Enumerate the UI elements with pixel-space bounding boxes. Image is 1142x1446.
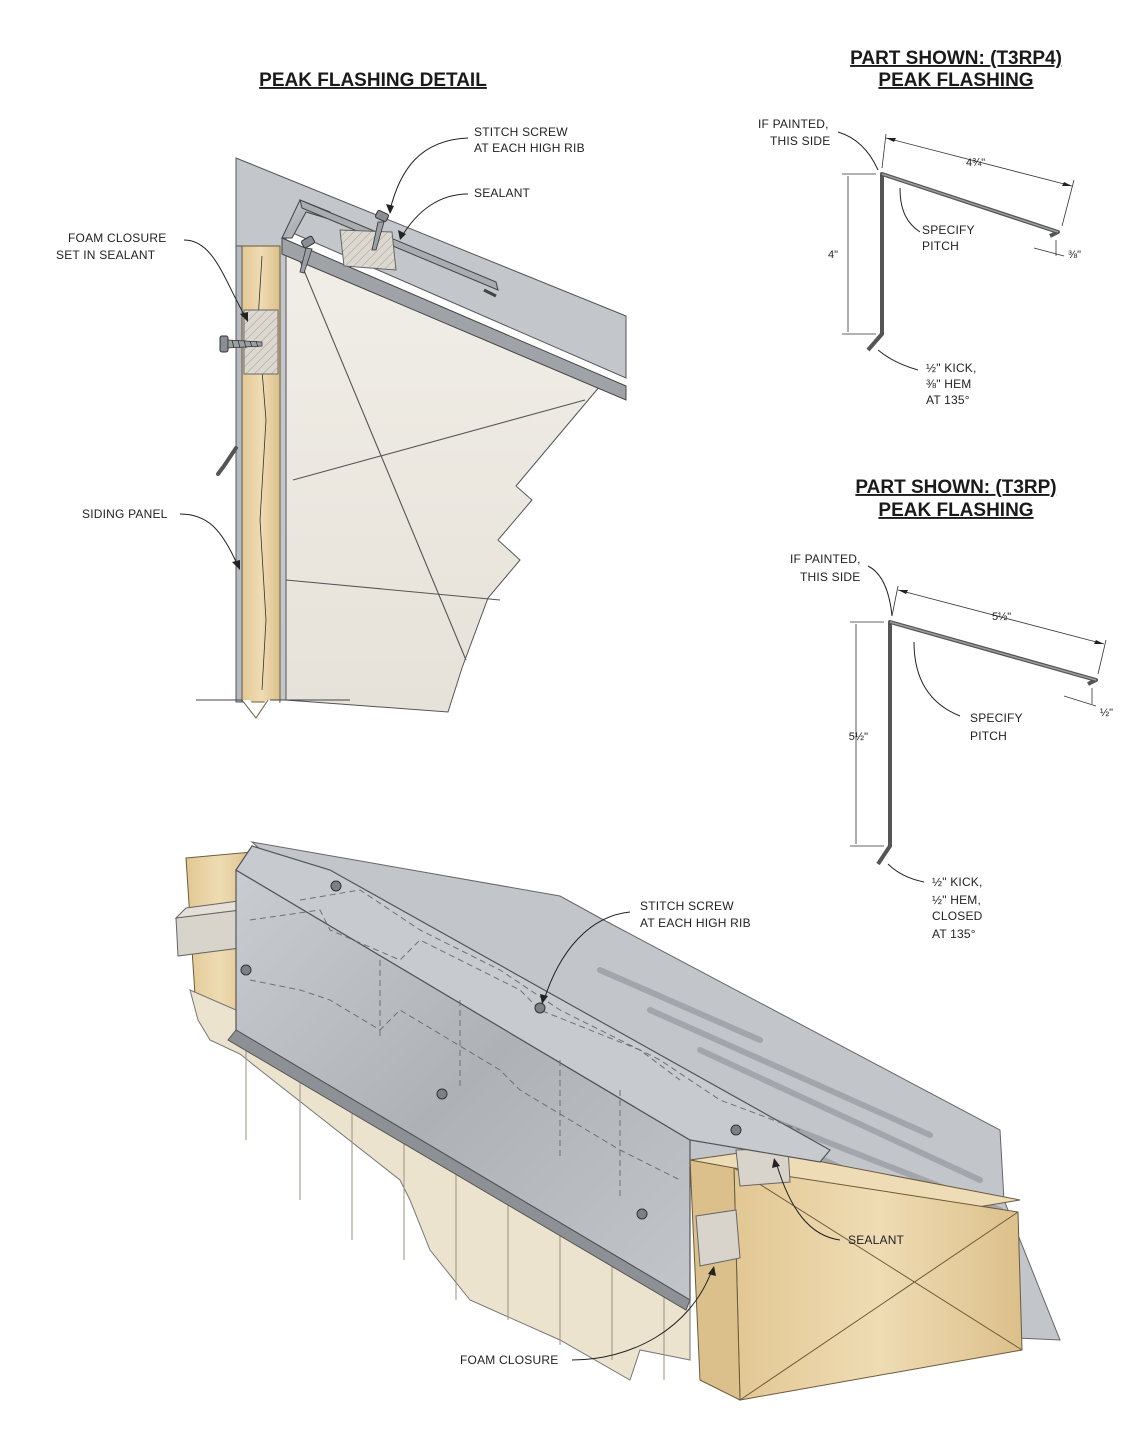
roof-sheet — [281, 237, 627, 401]
iso-leader-foam-closure — [571, 1269, 713, 1361]
screw-icon — [436, 1088, 448, 1100]
detail-title: PEAK FLASHING DETAIL — [259, 70, 487, 91]
t3rp4-pitch-line2: PITCH — [922, 239, 959, 253]
iso-label-stitch-screw-line1: STITCH SCREW — [640, 899, 734, 913]
label-sealant: SEALANT — [474, 186, 531, 200]
screw-icon — [330, 880, 342, 892]
iso-label-stitch-screw-line2: AT EACH HIGH RIB — [640, 916, 751, 930]
t3rp-painted-line1: IF PAINTED, — [790, 552, 861, 566]
interior-panel — [285, 239, 601, 713]
t3rp-pitch-line1: SPECIFY — [970, 711, 1023, 725]
wood-ridge-beam-side — [689, 1159, 741, 1401]
t3rp4-kick-line1: ½" KICK, — [926, 361, 977, 375]
t3rp4-dim-hem: ⅜" — [1068, 249, 1081, 261]
t3rp-profile-line — [876, 620, 1098, 866]
label-foam-closure-line2: SET IN SEALANT — [56, 248, 156, 262]
stitch-screw-icon — [371, 209, 389, 251]
foam-closure-iso — [695, 1209, 741, 1267]
peak-flashing-top — [299, 199, 499, 291]
label-stitch-screw-line2: AT EACH HIGH RIB — [474, 141, 585, 155]
peak-flashing-slope — [235, 845, 831, 1163]
screw-icon — [240, 964, 252, 976]
t3rp-dim-side: 5½" — [849, 731, 868, 743]
t3rp-kick-line1: ½" KICK, — [932, 875, 983, 889]
t3rp4-dim-side: 4" — [828, 249, 838, 261]
leader-sealant — [401, 193, 469, 237]
panel-bracing — [285, 243, 586, 661]
t3rp4-title-line1: PART SHOWN: (T3RP4) — [850, 48, 1062, 69]
t3rp-pitch-line2: PITCH — [970, 729, 1007, 743]
part-t3rp-profile: PART SHOWN: (T3RP) PEAK FLASHING IF PAIN… — [790, 477, 1113, 941]
t3rp4-title-line2: PEAK FLASHING — [878, 70, 1033, 91]
ridge-beam-bracing — [733, 1167, 1023, 1401]
t3rp4-painted-line1: IF PAINTED, — [758, 117, 829, 131]
t3rp4-pitch-line1: SPECIFY — [922, 223, 975, 237]
t3rp-dim-top: 5½" — [992, 611, 1011, 623]
hidden-lines — [249, 889, 801, 1200]
screw-icon — [534, 1002, 546, 1014]
t3rp-title-line1: PART SHOWN: (T3RP) — [855, 477, 1056, 498]
t3rp-title-line2: PEAK FLASHING — [878, 500, 1033, 521]
flashing-kick — [216, 446, 238, 476]
t3rp-dim-hem: ½" — [1100, 707, 1113, 719]
iso-leader-stitch-screw — [543, 911, 631, 1001]
screw-icon — [730, 1124, 742, 1136]
siding-panel — [235, 245, 243, 703]
label-stitch-screw-line1: STITCH SCREW — [474, 125, 568, 139]
leader-siding-panel — [179, 513, 239, 567]
label-siding-panel: SIDING PANEL — [82, 507, 168, 521]
isometric-peak-view: STITCH SCREW AT EACH HIGH RIB SEALANT FO… — [174, 841, 1061, 1401]
t3rp4-dim-top: 4¾" — [966, 157, 985, 169]
foam-closure-roof — [339, 229, 397, 271]
leader-stitch-screw — [389, 137, 469, 211]
screw-icon — [636, 1208, 648, 1220]
peak-flashing-kick-iso — [227, 1029, 691, 1311]
iso-screws — [240, 880, 742, 1220]
t3rp-kick-line4: AT 135° — [932, 927, 976, 941]
sealant-screw-icon — [299, 235, 315, 274]
leader-foam-closure — [183, 239, 247, 319]
part-t3rp4-profile: PART SHOWN: (T3RP4) PEAK FLASHING IF PAI… — [758, 48, 1081, 407]
t3rp4-painted-line2: THIS SIDE — [770, 134, 830, 148]
peak-flashing-section-detail: PEAK FLASHING DETAIL — [56, 70, 627, 722]
t3rp4-kick-line3: AT 135° — [926, 393, 970, 407]
iso-label-sealant: SEALANT — [848, 1233, 905, 1247]
t3rp-kick-line2: ½" HEM, — [932, 893, 981, 907]
iso-label-foam-closure: FOAM CLOSURE — [460, 1353, 558, 1367]
iso-leader-sealant — [775, 1161, 841, 1241]
t3rp-kick-line3: CLOSED — [932, 909, 983, 923]
t3rp4-kick-line2: ⅜" HEM — [926, 377, 971, 391]
t3rp-painted-line2: THIS SIDE — [800, 570, 860, 584]
wall-screw-icon — [219, 335, 263, 353]
label-foam-closure-line1: FOAM CLOSURE — [68, 231, 166, 245]
